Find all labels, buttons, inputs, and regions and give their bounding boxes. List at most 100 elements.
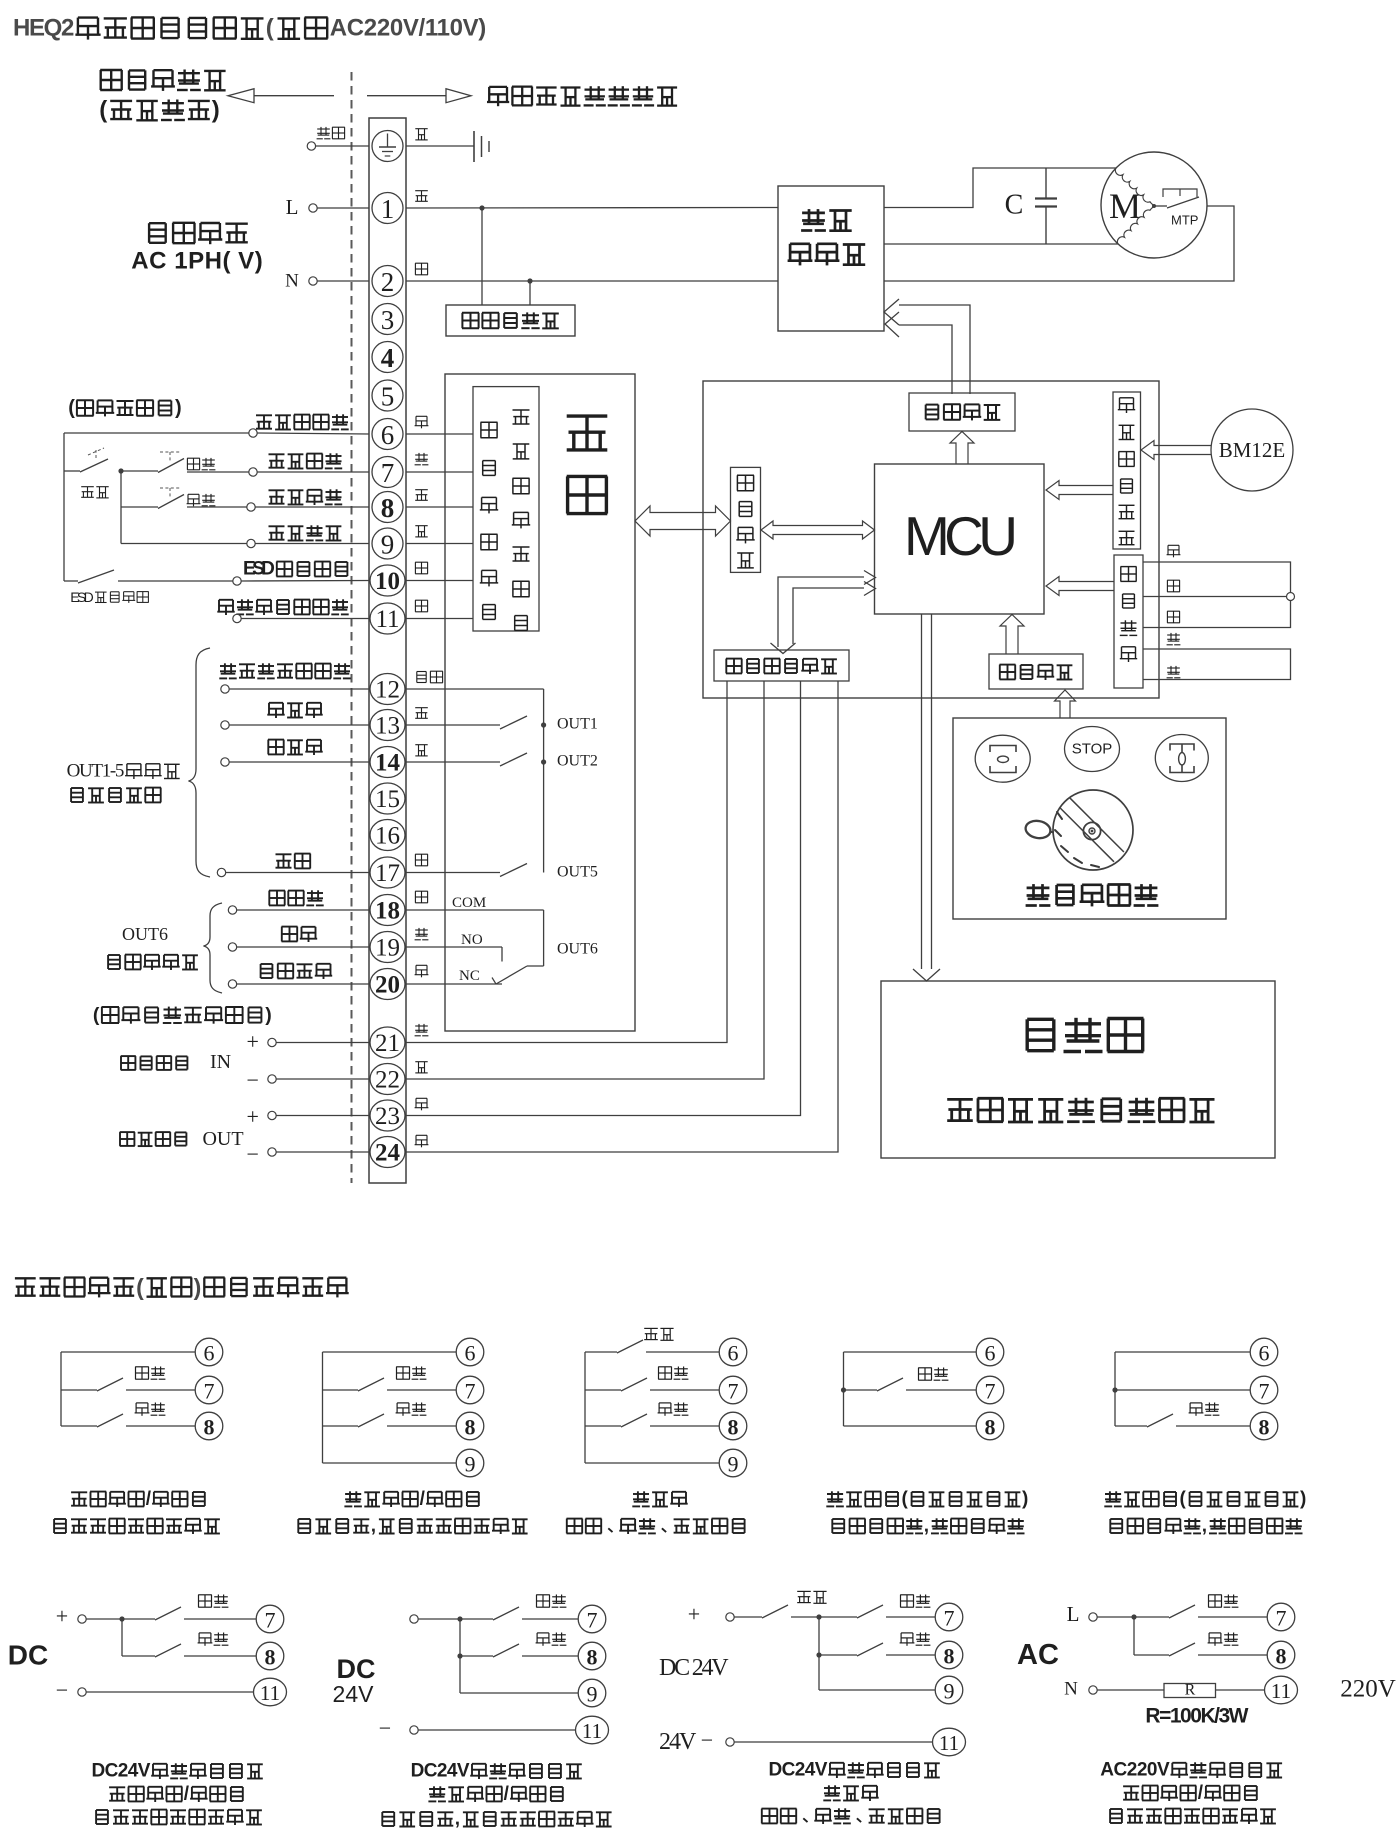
svg-text:220V: 220V <box>1340 1676 1396 1703</box>
svg-text:DC24V: DC24V <box>411 1761 470 1782</box>
svg-text:STOP: STOP <box>1072 741 1113 758</box>
svg-text:24: 24 <box>375 1140 401 1167</box>
svg-text:COM: COM <box>452 895 486 911</box>
svg-text:(: ( <box>93 1004 100 1026</box>
svg-text:23: 23 <box>375 1103 400 1130</box>
svg-text:15: 15 <box>375 786 400 813</box>
svg-text:,: , <box>371 1516 376 1537</box>
svg-text:,: , <box>924 1516 929 1537</box>
svg-text:8: 8 <box>1276 1644 1287 1669</box>
svg-text:+: + <box>246 1029 258 1054</box>
svg-text:2: 2 <box>381 267 395 297</box>
svg-text:7: 7 <box>728 1379 739 1404</box>
svg-text:11: 11 <box>939 1731 959 1755</box>
svg-text:8: 8 <box>985 1415 996 1440</box>
svg-text:−: − <box>701 1728 713 1753</box>
svg-text:/: / <box>184 1784 190 1805</box>
svg-text:(: ( <box>902 1489 909 1510</box>
svg-text:6: 6 <box>1259 1341 1270 1366</box>
svg-text:−: − <box>246 1068 258 1093</box>
svg-text:21: 21 <box>375 1030 400 1057</box>
svg-text:(: ( <box>136 1274 144 1300</box>
svg-text:(: ( <box>99 97 107 124</box>
svg-text:16: 16 <box>375 823 400 850</box>
svg-text:OUT1-5: OUT1-5 <box>67 761 125 782</box>
svg-text:7: 7 <box>204 1379 215 1404</box>
svg-text:/: / <box>420 1489 426 1510</box>
svg-text:OUT6: OUT6 <box>557 941 598 958</box>
svg-text:7: 7 <box>944 1606 955 1631</box>
svg-text:N: N <box>1064 1679 1078 1700</box>
svg-text:): ) <box>194 1274 202 1300</box>
svg-text:11: 11 <box>1271 1679 1291 1703</box>
svg-text:OUT: OUT <box>202 1128 243 1150</box>
svg-text:9: 9 <box>381 530 395 560</box>
svg-text:+: + <box>246 1104 258 1129</box>
svg-text:19: 19 <box>375 935 400 962</box>
svg-text:L: L <box>1067 1602 1080 1626</box>
svg-text:NO: NO <box>461 932 483 948</box>
svg-text:9: 9 <box>587 1682 598 1707</box>
svg-text:9: 9 <box>728 1452 739 1477</box>
svg-text:/: / <box>146 1489 152 1510</box>
svg-text:IN: IN <box>210 1051 231 1073</box>
svg-text:MCU: MCU <box>904 505 1018 567</box>
svg-text:20: 20 <box>375 972 400 999</box>
svg-text:OUT1: OUT1 <box>557 716 598 733</box>
svg-text:L: L <box>286 195 299 219</box>
svg-text:MTP: MTP <box>1171 213 1198 228</box>
svg-text:17: 17 <box>375 860 400 887</box>
svg-text:14: 14 <box>375 750 401 777</box>
svg-text:DC24V: DC24V <box>92 1761 151 1782</box>
svg-text:OUT2: OUT2 <box>557 753 598 770</box>
svg-text:10: 10 <box>375 568 400 595</box>
svg-text:,: , <box>1202 1516 1207 1537</box>
svg-text:7: 7 <box>985 1379 996 1404</box>
svg-text:ESD: ESD <box>243 559 275 580</box>
svg-text:6: 6 <box>465 1341 476 1366</box>
svg-text:11: 11 <box>582 1719 602 1743</box>
svg-text:8: 8 <box>265 1645 276 1670</box>
svg-text:/: / <box>504 1784 510 1805</box>
svg-text:5: 5 <box>381 382 395 412</box>
svg-text:ESD: ESD <box>70 589 94 605</box>
svg-text:22: 22 <box>375 1067 400 1094</box>
svg-text:): ) <box>1300 1489 1306 1510</box>
svg-text:AC: AC <box>1017 1639 1059 1671</box>
svg-text:8: 8 <box>728 1415 739 1440</box>
svg-text:8: 8 <box>587 1645 598 1670</box>
svg-text:R=100K/3W: R=100K/3W <box>1145 1705 1248 1728</box>
svg-text:9: 9 <box>465 1452 476 1477</box>
svg-text:BM12E: BM12E <box>1219 438 1286 462</box>
svg-text:): ) <box>1022 1489 1028 1510</box>
svg-text:+: + <box>56 1604 68 1629</box>
svg-text:R: R <box>1185 1682 1196 1699</box>
svg-text:): ) <box>265 1004 272 1026</box>
svg-text:(: ( <box>1180 1489 1187 1510</box>
svg-text:DC: DC <box>337 1654 376 1684</box>
svg-text:24V: 24V <box>659 1729 697 1755</box>
svg-text:8: 8 <box>465 1415 476 1440</box>
svg-text:,: , <box>455 1809 460 1830</box>
svg-text:6: 6 <box>985 1341 996 1366</box>
svg-text:DC: DC <box>8 1640 48 1671</box>
svg-text:7: 7 <box>587 1608 598 1633</box>
svg-text:7: 7 <box>265 1608 276 1633</box>
svg-text:3: 3 <box>381 305 395 335</box>
svg-text:(: ( <box>68 397 75 419</box>
svg-text:11: 11 <box>260 1681 280 1705</box>
svg-text:AC220V/110V): AC220V/110V) <box>330 15 487 42</box>
svg-text:9: 9 <box>944 1679 955 1704</box>
svg-text:C: C <box>1005 190 1024 221</box>
svg-text:12: 12 <box>375 677 400 704</box>
svg-text:M: M <box>1109 186 1141 226</box>
svg-text:−: − <box>56 1678 68 1703</box>
svg-text:AC 1PH( V): AC 1PH( V) <box>131 248 262 275</box>
svg-text:(: ( <box>266 15 274 42</box>
svg-text:N: N <box>285 271 299 292</box>
svg-text:6: 6 <box>381 420 395 450</box>
svg-text:1: 1 <box>381 194 395 224</box>
svg-text:11: 11 <box>375 606 399 633</box>
svg-text:8: 8 <box>204 1415 215 1440</box>
svg-text:6: 6 <box>204 1341 215 1366</box>
